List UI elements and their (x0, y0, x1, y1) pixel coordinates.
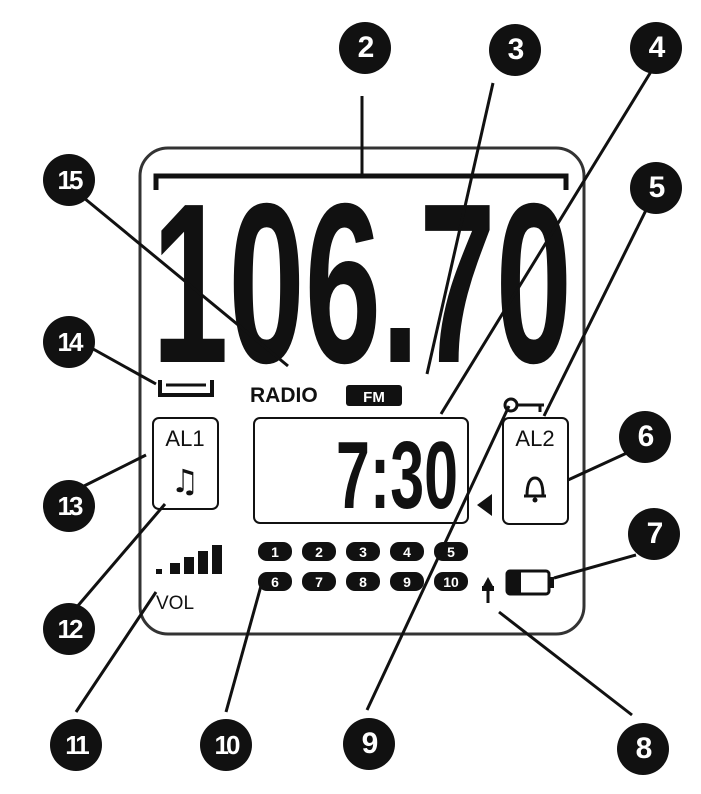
alarm1-box (152, 417, 219, 510)
bell-icon (524, 476, 546, 503)
key-icon (503, 397, 544, 413)
callout-11: 11 (50, 719, 102, 771)
callout-12: 12 (43, 603, 95, 655)
volume-label: VOL (156, 593, 194, 614)
preset-label: 5 (447, 544, 455, 560)
preset-1: 1 (258, 542, 292, 561)
preset-label: 3 (359, 544, 367, 560)
preset-label: 4 (403, 544, 411, 560)
arrow-left-icon (477, 494, 492, 516)
preset-label: 6 (271, 574, 279, 590)
volume-bar (170, 563, 180, 574)
battery-icon (505, 569, 554, 596)
callout-13: 13 (43, 480, 95, 532)
volume-bars-icon (156, 545, 222, 574)
volume-bar (212, 545, 222, 574)
callout-3: 3 (489, 24, 541, 76)
alarm1-label: AL1 (165, 426, 204, 451)
preset-label: 9 (403, 574, 411, 590)
callout-15: 15 (43, 154, 95, 206)
callout-10: 10 (200, 719, 252, 771)
volume-bar (156, 569, 162, 574)
plug-icon (482, 577, 494, 603)
preset-label: 1 (271, 544, 279, 560)
preset-4: 4 (390, 542, 424, 561)
clock-readout: 7:30 (336, 422, 458, 529)
volume-bar (184, 557, 194, 574)
callout-14: 14 (43, 316, 95, 368)
volume-bar (198, 551, 208, 574)
leader-lines (66, 69, 655, 717)
preset-6: 6 (258, 572, 292, 591)
radio-label: RADIO (250, 384, 318, 407)
preset-buttons: 1 2 3 4 5 6 7 8 9 10 (258, 542, 468, 591)
callout-8: 8 (617, 723, 669, 775)
preset-10: 10 (434, 572, 468, 591)
frequency-readout: 106.70 (152, 157, 572, 411)
preset-label: 10 (443, 574, 459, 590)
preset-3: 3 (346, 542, 380, 561)
fm-label: FM (363, 389, 385, 406)
music-note-icon: ♫ (171, 462, 200, 500)
callout-7: 7 (628, 508, 680, 560)
callout-2: 2 (339, 22, 391, 74)
alarm2-box (502, 417, 569, 525)
preset-7: 7 (302, 572, 336, 591)
alarm2-label: AL2 (515, 426, 554, 451)
sleep-bracket-icon (158, 380, 214, 397)
clock-box (253, 417, 469, 524)
callout-4: 4 (630, 22, 682, 74)
callout-5: 5 (630, 162, 682, 214)
preset-9: 9 (390, 572, 424, 591)
callout-9: 9 (343, 718, 395, 770)
preset-label: 2 (315, 544, 323, 560)
preset-8: 8 (346, 572, 380, 591)
callout-6: 6 (619, 411, 671, 463)
fm-badge (346, 385, 402, 406)
preset-2: 2 (302, 542, 336, 561)
preset-label: 8 (359, 574, 367, 590)
preset-label: 7 (315, 574, 323, 590)
